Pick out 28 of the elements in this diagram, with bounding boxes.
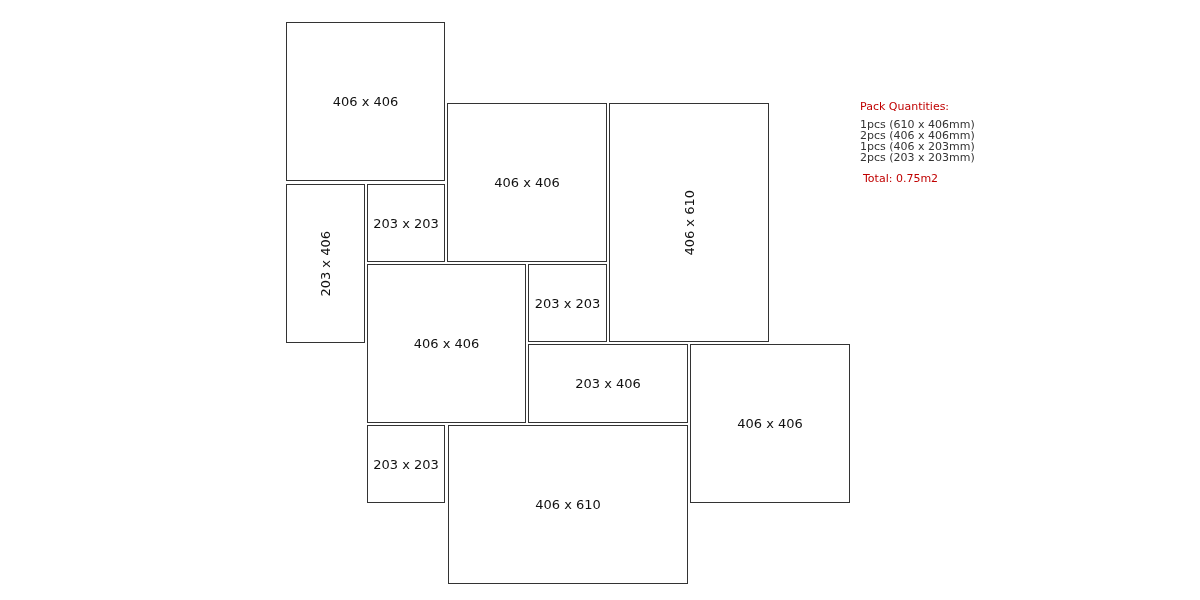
tile-size-label: 203 x 406 [318,230,333,297]
tile-outline [448,425,688,584]
pack-heading: Pack Quantities: [860,101,950,112]
quantity-line: 1pcs (406 x 203mm) [860,141,975,152]
tile-size-label: 203 x 203 [373,456,439,472]
tile-size-label: 406 x 406 [494,175,560,190]
tile-size-label: 406 x 406 [332,94,399,109]
tile-outline [367,264,526,423]
tile-outline [447,103,607,262]
tile-outline [367,184,445,262]
tile-size-label: 203 x 203 [534,295,601,311]
tile-outline [367,425,445,503]
tile-outline [528,344,688,423]
tile-size-label: 406 x 406 [413,336,480,351]
tile-outline [286,22,445,181]
tile-outline [690,344,850,503]
quantity-line: 1pcs (610 x 406mm) [860,119,975,130]
tile-size-label: 406 x 610 [535,497,601,512]
tile-size-label: 406 x 406 [737,416,803,431]
quantity-line: 2pcs (406 x 406mm) [860,130,975,141]
tile-outline [528,264,607,342]
total-label: Total: 0.75m2 [863,173,939,184]
quantity-line: 2pcs (203 x 203mm) [860,152,975,163]
tile-size-label: 203 x 203 [373,215,439,231]
tile-outline [286,184,365,343]
tile-outline [609,103,769,342]
tile-size-label: 406 x 610 [681,189,697,256]
tile-size-label: 203 x 406 [575,376,641,391]
